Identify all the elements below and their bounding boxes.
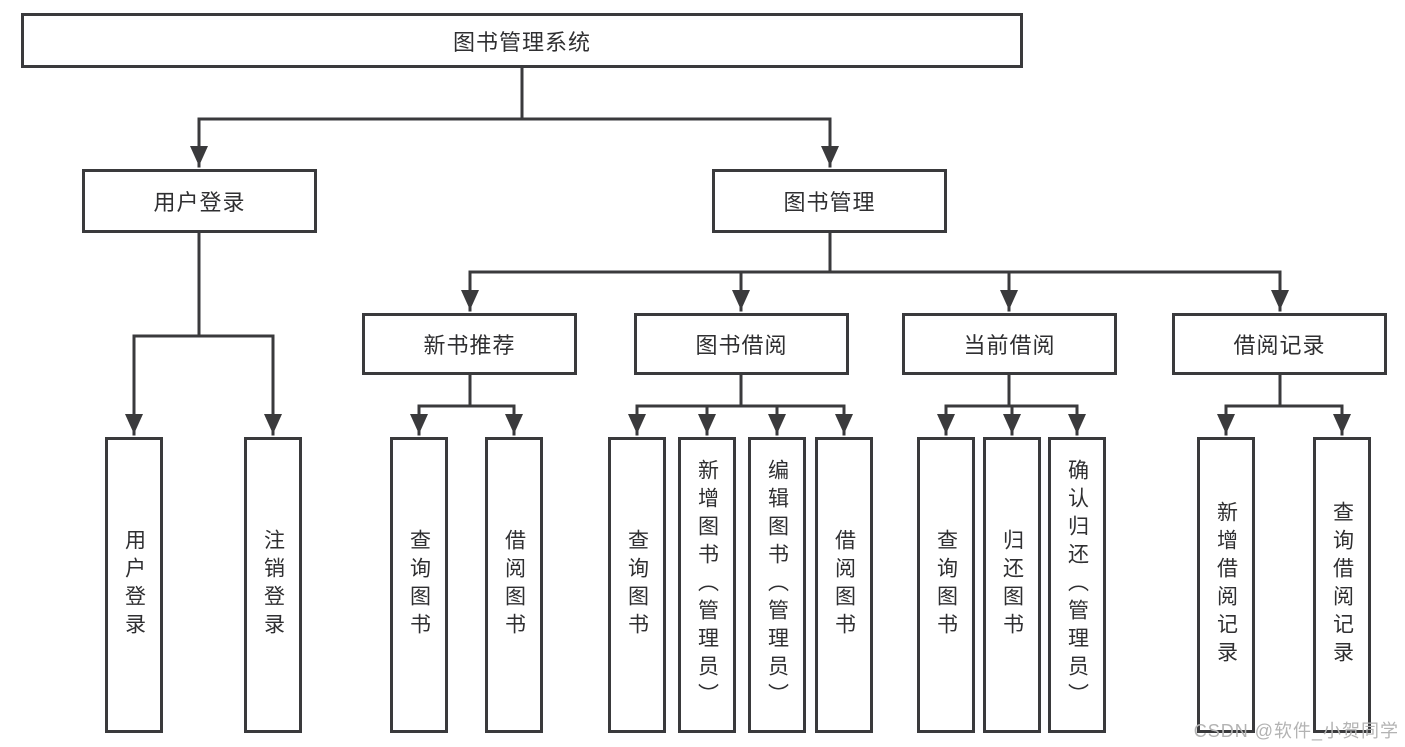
node-leaf-borrow-query: 查询图书 (608, 437, 666, 733)
node-leaf-logout: 注销登录 (244, 437, 302, 733)
node-leaf-current-return: 归还图书 (983, 437, 1041, 733)
node-new-book-recommend: 新书推荐 (362, 313, 577, 375)
node-book-management: 图书管理 (712, 169, 947, 233)
node-leaf-newbook-query: 查询图书 (390, 437, 448, 733)
node-leaf-record-query: 查询借阅记录 (1313, 437, 1371, 733)
node-leaf-current-query: 查询图书 (917, 437, 975, 733)
node-leaf-record-add: 新增借阅记录 (1197, 437, 1255, 733)
node-leaf-borrow-edit-admin: 编辑图书（管理员） (748, 437, 806, 733)
node-leaf-current-confirm-admin: 确认归还（管理员） (1048, 437, 1106, 733)
node-book-borrow: 图书借阅 (634, 313, 849, 375)
node-system-root: 图书管理系统 (21, 13, 1023, 68)
node-leaf-newbook-borrow: 借阅图书 (485, 437, 543, 733)
node-leaf-borrow-add-admin: 新增图书（管理员） (678, 437, 736, 733)
node-leaf-borrow-borrow: 借阅图书 (815, 437, 873, 733)
node-current-borrow: 当前借阅 (902, 313, 1117, 375)
node-borrow-record: 借阅记录 (1172, 313, 1387, 375)
node-user-login: 用户登录 (82, 169, 317, 233)
watermark-text: CSDN @软件_小贺同学 (1193, 721, 1399, 741)
node-leaf-user-login: 用户登录 (105, 437, 163, 733)
